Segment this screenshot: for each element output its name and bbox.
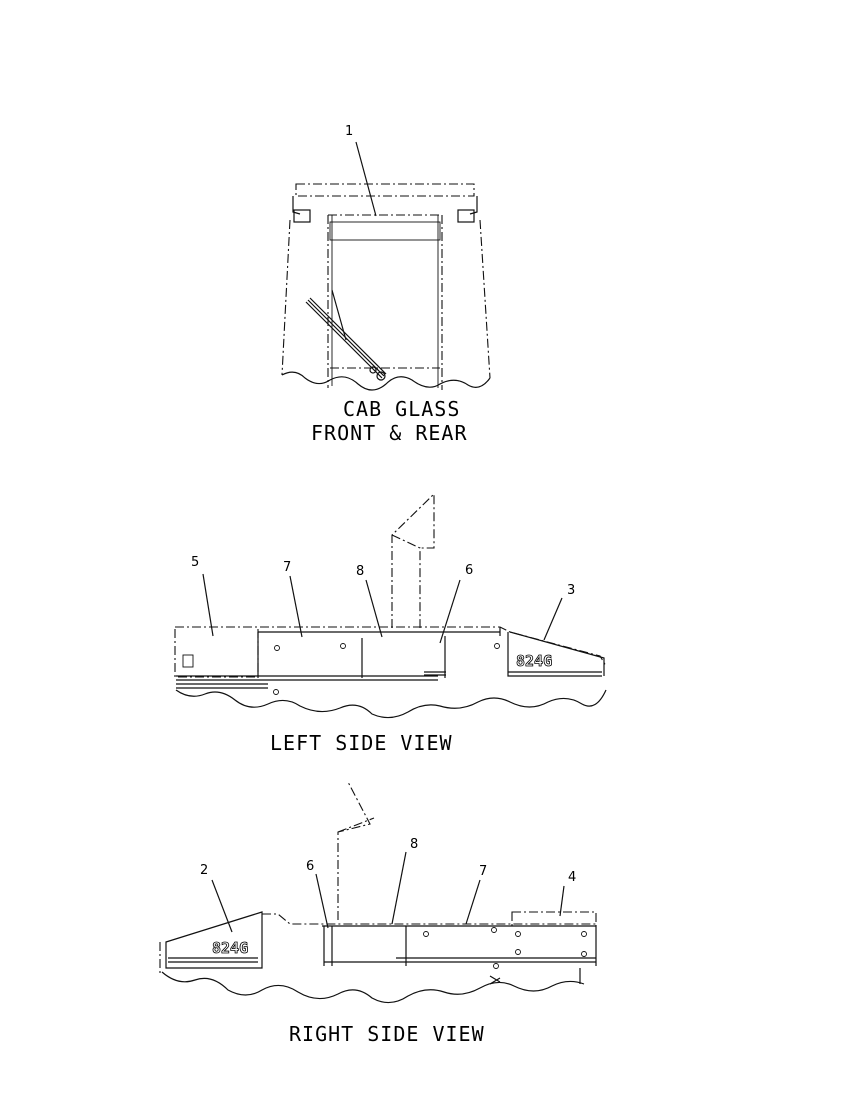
- callout-label: 6: [465, 563, 473, 578]
- callout-label: 3: [567, 583, 575, 598]
- callout-label: 8: [356, 564, 364, 579]
- left-side-view: 824G 5 7 8 6 3 LEFT SIDE VIEW: [174, 492, 607, 755]
- model-plate: 824G: [516, 652, 552, 670]
- callout-label: 7: [283, 560, 291, 575]
- callout-label: 5: [191, 555, 199, 570]
- view-caption-line2: FRONT & REAR: [311, 421, 468, 445]
- callout-label: 8: [410, 837, 418, 852]
- cab-glass-view: 1 CAB GLASS FRONT & REAR: [281, 124, 491, 445]
- callout-label: 7: [479, 864, 487, 879]
- right-side-view: 824G 2 6 8 7 4 RIGHT SIDE VIEW: [159, 781, 597, 1046]
- callout-label: 1: [345, 124, 353, 139]
- view-caption-line1: CAB GLASS: [343, 397, 460, 421]
- view-caption: RIGHT SIDE VIEW: [289, 1022, 485, 1046]
- model-plate: 824G: [212, 939, 248, 957]
- view-caption: LEFT SIDE VIEW: [270, 731, 453, 755]
- callout-label: 4: [568, 870, 576, 885]
- callout-label: 2: [200, 863, 208, 878]
- callout-label: 6: [306, 859, 314, 874]
